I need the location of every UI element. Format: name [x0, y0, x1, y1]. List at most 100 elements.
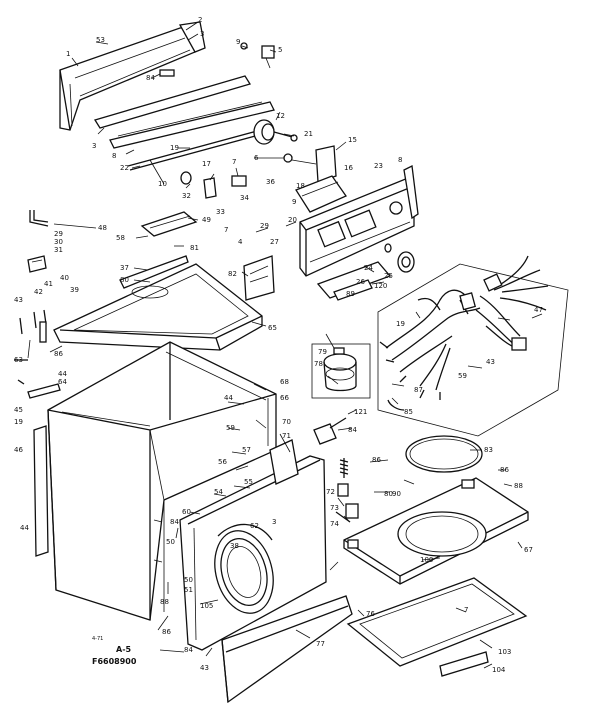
console-trim-strip [93, 75, 275, 149]
base-plate [343, 477, 529, 585]
part-label-86d: 86 [500, 466, 509, 474]
part-label-46: 46 [14, 446, 23, 454]
part-label-80a: 80 [120, 276, 129, 284]
part-label-39: 39 [70, 286, 79, 294]
footer-codes: 4-71 A-5 F6608900 [92, 636, 137, 666]
part-label-9a: 9 [236, 38, 240, 46]
harness-box [377, 263, 569, 437]
part-label-71: 71 [282, 432, 291, 440]
part-label-120: 120 [374, 282, 387, 290]
part-label-3a: 3 [200, 30, 204, 38]
thermostat-bracket [313, 417, 347, 445]
part-label-19b: 19 [14, 418, 23, 426]
part-label-31: 31 [54, 246, 63, 254]
part-label-34: 34 [240, 194, 249, 202]
part-label-84d: 84 [348, 426, 357, 434]
part-label-63: 63 [14, 356, 23, 364]
part-label-3c: 3 [272, 518, 276, 526]
part-label-8a: 8 [112, 152, 116, 160]
control-bracket [295, 175, 347, 213]
part-label-47: 47 [534, 306, 543, 314]
part-label-84c: 84 [184, 646, 193, 654]
part-label-6: 6 [254, 154, 259, 162]
part-label-41: 41 [44, 280, 53, 288]
part-label-77: 77 [316, 640, 325, 648]
part-label-44b: 44 [20, 524, 29, 532]
part-label-42: 42 [34, 288, 43, 296]
part-label-79: 79 [318, 348, 327, 356]
front-panel [179, 455, 327, 651]
allen-wrench [29, 210, 49, 227]
door-latch-bracket [243, 255, 275, 301]
part-label-87: 87 [414, 386, 423, 394]
part-label-51: 51 [184, 586, 193, 594]
part-label-7c: 7 [464, 606, 468, 614]
console-rod [127, 127, 271, 171]
part-label-33: 33 [216, 208, 225, 216]
part-label-62: 62 [250, 522, 259, 530]
part-label-45: 45 [14, 406, 23, 414]
spring-parts [335, 458, 359, 523]
part-label-72: 72 [326, 488, 335, 496]
part-label-58: 58 [116, 234, 125, 242]
part-label-43a: 43 [14, 296, 23, 304]
bracket-part [283, 145, 337, 183]
part-label-36: 36 [266, 178, 275, 186]
side-rail [33, 425, 49, 557]
part-label-90: 90 [392, 490, 401, 498]
footer-code-small: 4-71 [92, 636, 103, 642]
part-label-40: 40 [60, 274, 69, 282]
part-label-49: 49 [202, 216, 211, 224]
blower-assembly [311, 343, 371, 399]
part-label-30: 30 [54, 238, 63, 246]
lint-filter-frame [346, 577, 528, 677]
cabinet [47, 341, 277, 621]
harness-clips [387, 365, 483, 411]
part-label-84b: 84 [170, 518, 179, 526]
part-label-44c: 44 [224, 394, 233, 402]
door-strap [269, 439, 299, 485]
part-label-55: 55 [244, 478, 253, 486]
part-label-37: 37 [120, 264, 129, 272]
part-label-29b: 29 [54, 230, 63, 238]
part-label-22: 22 [120, 164, 129, 172]
part-label-23: 23 [374, 162, 383, 170]
part-label-74: 74 [330, 520, 339, 528]
top-cover-plate [140, 211, 198, 237]
part-labels: 1 53 2 3 9 5 84 3 8 22 10 19 12 21 15 6 … [14, 16, 543, 674]
part-label-53: 53 [96, 36, 105, 44]
part-label-44a: 44 [58, 370, 67, 378]
part-label-7a: 7 [232, 158, 236, 166]
part-label-80b: 80 [384, 490, 393, 498]
part-label-16: 16 [344, 164, 353, 172]
part-label-27: 27 [270, 238, 279, 246]
part-label-78: 78 [314, 360, 323, 368]
part-label-82: 82 [228, 270, 237, 278]
part-label-4: 4 [238, 238, 243, 246]
switch-part [159, 69, 247, 199]
part-label-10: 10 [158, 180, 167, 188]
leader-lines [27, 21, 543, 669]
cabinet-strap [27, 383, 61, 399]
part-label-9b: 9 [292, 198, 296, 206]
part-label-59b: 59 [458, 372, 467, 380]
part-label-70: 70 [282, 418, 291, 426]
part-label-43b: 43 [200, 664, 209, 672]
part-label-85: 85 [404, 408, 413, 416]
part-label-64: 64 [58, 378, 67, 386]
part-label-68: 68 [280, 378, 289, 386]
part-label-50a: 50 [166, 538, 175, 546]
knob-part [240, 42, 275, 69]
part-label-81: 81 [190, 244, 199, 252]
part-label-88: 88 [160, 598, 169, 606]
part-label-2: 2 [198, 16, 202, 24]
foot-part [27, 255, 47, 273]
part-label-26: 26 [356, 278, 365, 286]
part-label-121: 121 [354, 408, 367, 416]
part-label-105: 105 [200, 602, 213, 610]
part-label-1: 1 [66, 50, 70, 58]
part-label-21: 21 [304, 130, 313, 138]
part-label-18: 18 [296, 182, 305, 190]
timer-motor [253, 119, 298, 145]
part-label-86c: 86 [372, 456, 381, 464]
